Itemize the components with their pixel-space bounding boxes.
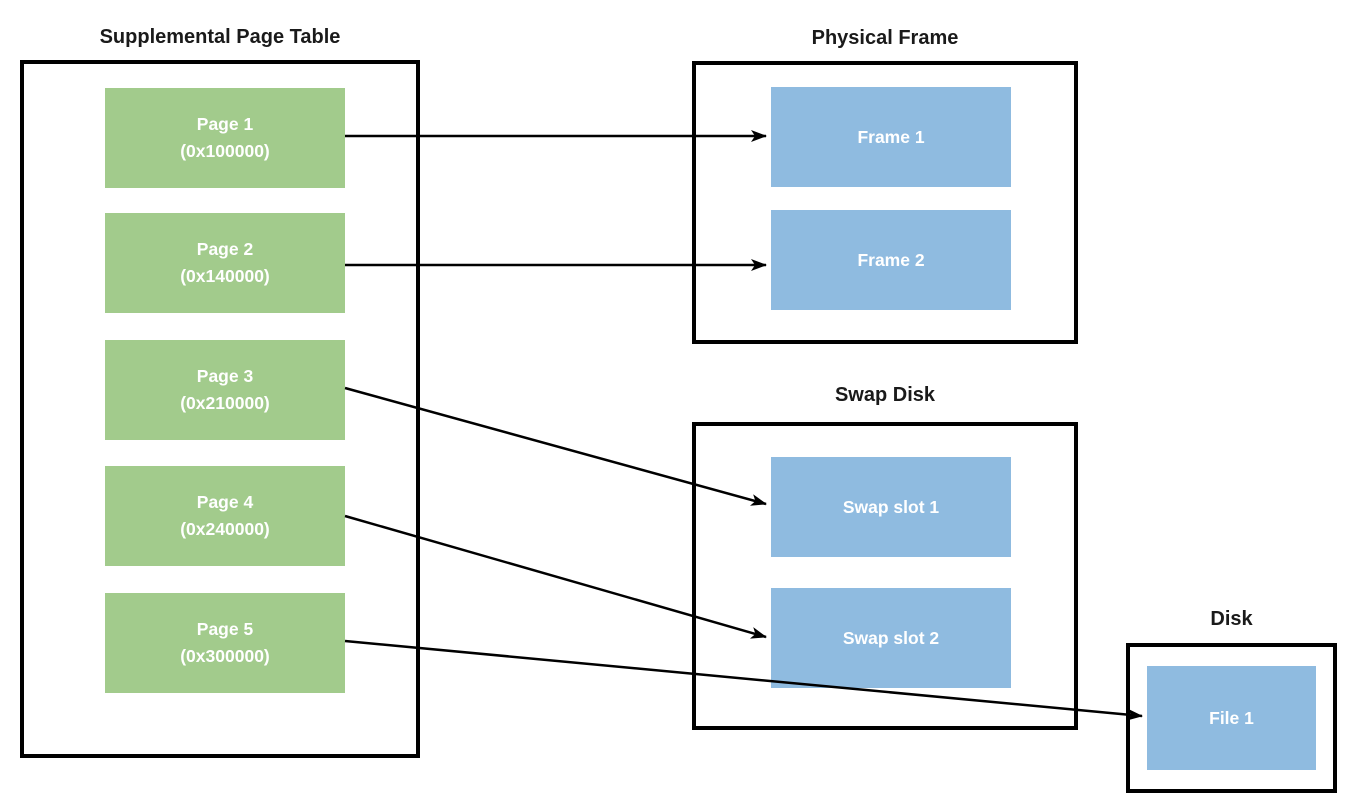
node-swap-slot-1: Swap slot 1 bbox=[771, 457, 1011, 557]
node-swap-slot-1-label: Swap slot 1 bbox=[842, 496, 940, 517]
node-page-4-label: Page 4 bbox=[196, 492, 254, 512]
node-page-3-label: Page 3 bbox=[196, 366, 254, 386]
node-page-2: Page 2 (0x140000) bbox=[105, 213, 345, 313]
node-page-5-address: (0x300000) bbox=[180, 646, 270, 666]
physical-frame-frame bbox=[692, 61, 1078, 344]
node-page-1-address: (0x100000) bbox=[180, 141, 270, 161]
node-page-2-label: Page 2 bbox=[196, 239, 254, 259]
node-file-1: File 1 bbox=[1147, 666, 1316, 770]
physical-frame-title: Physical Frame bbox=[811, 27, 959, 49]
supplemental-page-table-title: Supplemental Page Table bbox=[99, 26, 341, 48]
swap-disk-title: Swap Disk bbox=[834, 384, 936, 406]
node-frame-1-label: Frame 1 bbox=[857, 126, 925, 147]
node-page-4-address: (0x240000) bbox=[180, 519, 270, 539]
node-page-3: Page 3 (0x210000) bbox=[105, 340, 345, 440]
node-page-3-address: (0x210000) bbox=[180, 393, 270, 413]
node-page-4: Page 4 (0x240000) bbox=[105, 466, 345, 566]
node-page-1-label: Page 1 bbox=[196, 114, 254, 134]
node-frame-1: Frame 1 bbox=[771, 87, 1011, 187]
node-file-1-label: File 1 bbox=[1209, 707, 1254, 728]
node-page-1: Page 1 (0x100000) bbox=[105, 88, 345, 188]
node-page-2-address: (0x140000) bbox=[180, 266, 270, 286]
node-page-5-label: Page 5 bbox=[196, 619, 254, 639]
node-frame-2: Frame 2 bbox=[771, 210, 1011, 310]
node-page-5: Page 5 (0x300000) bbox=[105, 593, 345, 693]
disk-title: Disk bbox=[1210, 608, 1253, 630]
node-swap-slot-2: Swap slot 2 bbox=[771, 588, 1011, 688]
node-swap-slot-2-label: Swap slot 2 bbox=[842, 627, 940, 648]
node-frame-2-label: Frame 2 bbox=[857, 249, 925, 270]
